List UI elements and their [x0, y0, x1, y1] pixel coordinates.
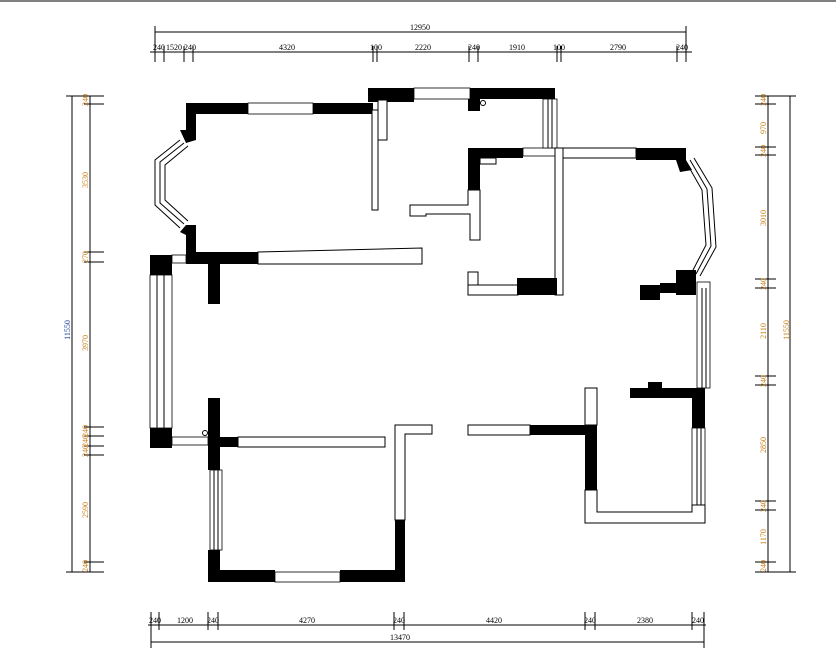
- dim-label: 2110: [759, 323, 768, 339]
- dim-top-total: 12950: [410, 23, 430, 32]
- dim-label: 2790: [610, 43, 626, 52]
- dim-label: 1200: [177, 616, 193, 625]
- dim-label: 240: [149, 616, 161, 625]
- right-dimensions: 240 970 240 3010 240 2110 240 2850 240 1…: [755, 94, 796, 573]
- dim-label: 240: [759, 278, 768, 290]
- top-dimensions: 12950 240 1520 240 4320 100 2220 240 191…: [150, 23, 692, 62]
- left-dimensions: 11550 240 3530 270 3970 240 240 240 2590…: [63, 94, 104, 573]
- dim-label: 2220: [415, 43, 431, 52]
- dim-label: 240: [676, 43, 688, 52]
- dim-label: 240: [393, 616, 405, 625]
- dim-left-total: 11550: [63, 320, 72, 340]
- dim-label: 240: [207, 616, 219, 625]
- dim-label: 2850: [759, 437, 768, 453]
- dim-label: 970: [759, 122, 768, 134]
- dim-label: 2590: [81, 502, 90, 518]
- dim-label: 240: [81, 445, 90, 457]
- dim-bottom-total: 13470: [390, 633, 410, 642]
- dim-label: 100: [370, 43, 382, 52]
- dim-label: 1910: [509, 43, 525, 52]
- dim-label: 240: [759, 94, 768, 106]
- dim-label: 240: [759, 375, 768, 387]
- dim-label: 270: [81, 251, 90, 263]
- dim-label: 240: [81, 94, 90, 106]
- dim-label: 240: [759, 500, 768, 512]
- dim-right-total: 11550: [782, 320, 791, 340]
- dim-label: 1520: [166, 43, 182, 52]
- dim-label: 240: [692, 616, 704, 625]
- dim-label: 4270: [299, 616, 315, 625]
- dim-label: 240: [184, 43, 196, 52]
- dim-label: 4320: [279, 43, 295, 52]
- dim-label: 240: [759, 560, 768, 572]
- dim-label: 2380: [637, 616, 653, 625]
- dim-label: 3010: [759, 210, 768, 226]
- dim-label: 240: [81, 435, 90, 447]
- dim-label: 3530: [81, 172, 90, 188]
- dim-label: 240: [584, 616, 596, 625]
- walls: [149, 87, 717, 583]
- dim-label: 1170: [759, 529, 768, 545]
- dim-label: 240: [81, 425, 90, 437]
- dim-label: 240: [153, 43, 165, 52]
- dim-label: 240: [759, 145, 768, 157]
- dim-label: 100: [553, 43, 565, 52]
- dim-label: 240: [81, 560, 90, 572]
- dim-label: 4420: [486, 616, 502, 625]
- dim-label: 3970: [81, 335, 90, 351]
- bottom-dimensions: 240 1200 240 4270 240 4420 240 2380 240 …: [148, 612, 706, 648]
- dim-label: 240: [468, 43, 480, 52]
